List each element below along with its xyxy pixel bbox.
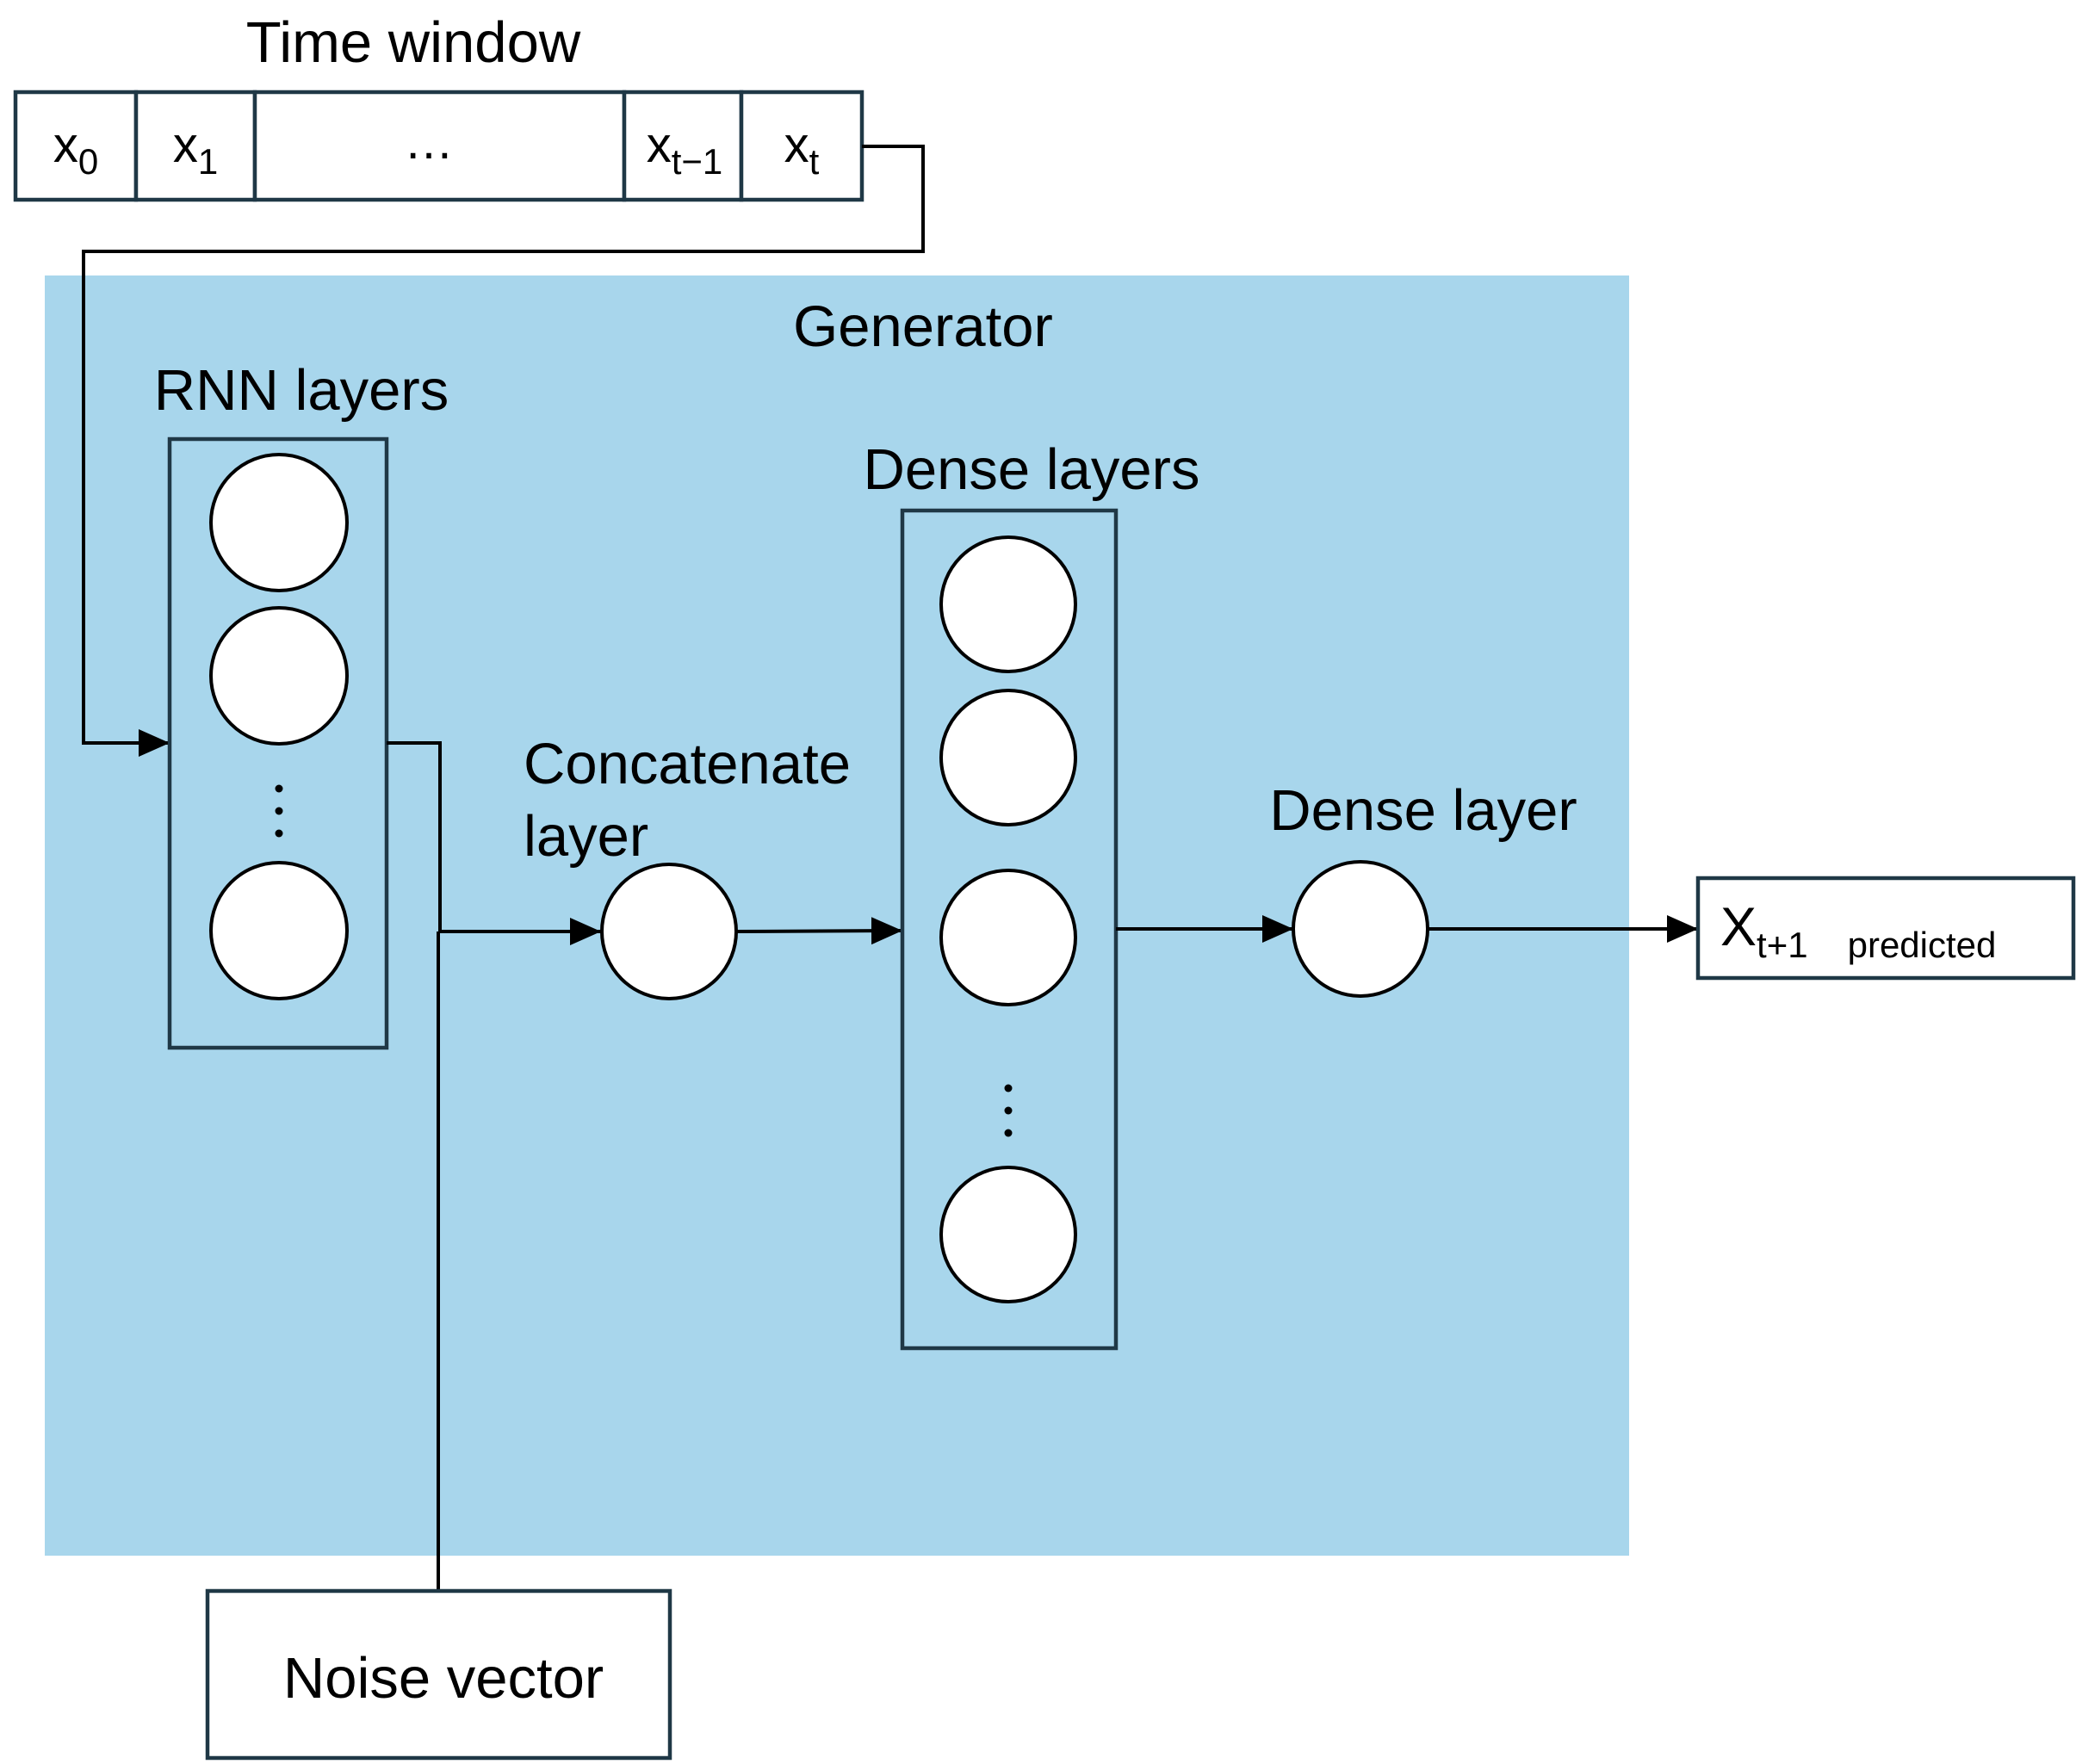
- rnn-node: [209, 861, 349, 1000]
- rnn-vertical-ellipsis: [275, 784, 283, 838]
- dense-node: [939, 869, 1077, 1006]
- time-step-cell: xt: [784, 117, 820, 182]
- dense-vertical-ellipsis: [1004, 1084, 1013, 1137]
- generator-title: Generator: [793, 294, 1053, 359]
- dense-node: [939, 1166, 1077, 1303]
- rnn-node: [209, 453, 349, 592]
- dense-node: [939, 535, 1077, 673]
- concat-to-dense-arrow: [735, 917, 903, 945]
- dense-output-node: [1292, 860, 1429, 998]
- dense-layer-label: Dense layer: [1269, 778, 1577, 843]
- time-window-connector: [82, 145, 925, 757]
- time-window-title: Time window: [246, 10, 581, 75]
- dense-layers-label: Dense layers: [863, 437, 1199, 502]
- noise-vector-label: Noise vector: [283, 1646, 604, 1711]
- concat-label-line2: layer: [524, 804, 648, 869]
- rnn-node: [209, 606, 349, 746]
- dense-node: [939, 689, 1077, 826]
- time-step-cell: xt−1: [647, 117, 723, 182]
- time-window-sequence: x0 x1 … xt−1 xt: [13, 90, 864, 202]
- noise-vector-box: [205, 1588, 672, 1761]
- rnn-to-concat-wire: [387, 741, 442, 932]
- rnn-layers-label: RNN layers: [154, 358, 449, 423]
- prediction-box: [1695, 876, 2076, 981]
- ellipsis-cell: …: [404, 114, 454, 170]
- time-step-cell: x0: [53, 117, 98, 182]
- time-step-cell: x1: [173, 117, 218, 182]
- concat-label-line1: Concatenate: [524, 732, 851, 796]
- concat-node: [600, 863, 738, 1000]
